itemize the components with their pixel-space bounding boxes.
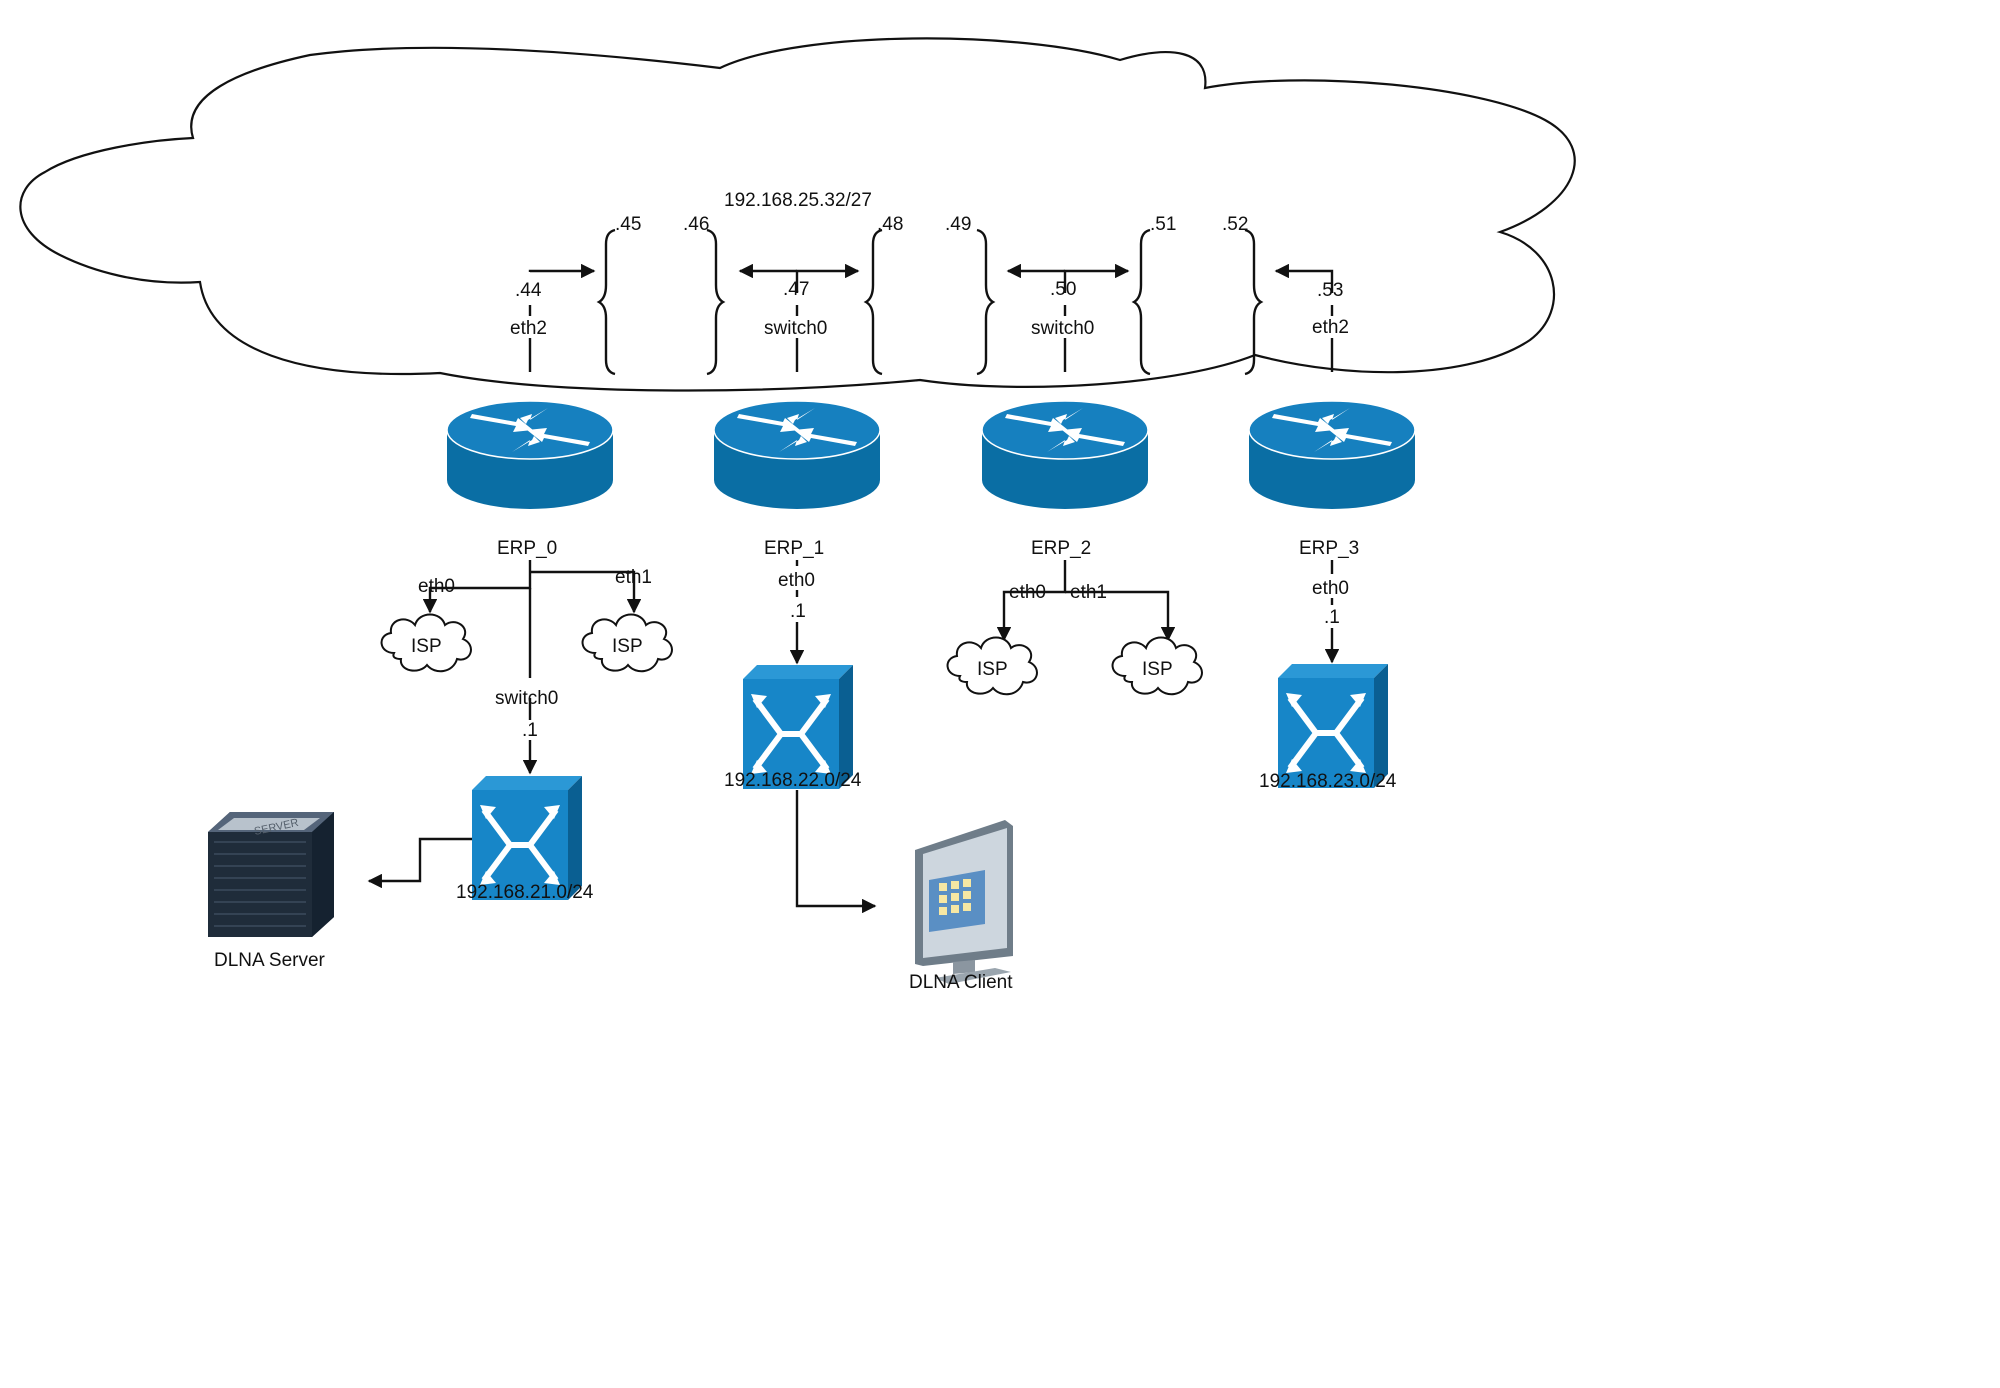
isp-label: ISP (1142, 659, 1173, 680)
subnet21-label: 192.168.21.0/24 (456, 882, 594, 903)
subnet23-label: 192.168.23.0/24 (1259, 771, 1397, 792)
server-link (367, 837, 472, 889)
erp1-gateway-label: .1 (790, 601, 806, 622)
erp0-switch0-label: switch0 (495, 688, 558, 709)
erp3-eth0-label: eth0 (1312, 578, 1349, 599)
addr-45: .45 (615, 214, 641, 235)
erp3-downlink: eth0 .1 (1312, 560, 1349, 662)
erp3-uplink-label: eth2 (1312, 317, 1349, 338)
erp3-gateway-label: .1 (1324, 607, 1340, 628)
addr-44: .44 (515, 280, 542, 301)
erp0-downlinks: eth0 eth1 switch0 .1 (418, 560, 652, 773)
backbone-cloud (19, 37, 1576, 392)
erp1-uplink-label: switch0 (764, 318, 827, 339)
router-erp1-icon[interactable] (713, 400, 881, 510)
backbone-addresses: .44 .45 .46 .47 .48 .49 .50 .51 .52 .53 (515, 214, 1343, 301)
addr-52: .52 (1222, 214, 1248, 235)
dlna-server-icon[interactable] (208, 812, 334, 937)
erp0-eth0-label: eth0 (418, 576, 455, 597)
dlna-client-label: DLNA Client (909, 972, 1013, 993)
erp1-downlink: eth0 .1 (778, 560, 815, 663)
subnet22-label: 192.168.22.0/24 (724, 770, 862, 791)
erp0-gateway-label: .1 (522, 720, 538, 741)
backbone-connectors (528, 263, 1334, 293)
switch-subnet23-icon[interactable] (1278, 664, 1388, 788)
erp0-uplink-label: eth2 (510, 318, 547, 339)
erp2-uplink-label: switch0 (1031, 318, 1094, 339)
isp-label: ISP (411, 636, 442, 657)
erp0-eth1-label: eth1 (615, 567, 652, 588)
router-uplinks: eth2 switch0 switch0 eth2 (510, 305, 1349, 372)
dlna-server-label: DLNA Server (214, 950, 326, 971)
erp2-eth1-label: eth1 (1070, 582, 1107, 603)
router-erp3-label: ERP_3 (1299, 538, 1359, 559)
isp-label: ISP (612, 636, 643, 657)
addr-51: .51 (1150, 214, 1176, 235)
router-erp3-icon[interactable] (1248, 400, 1416, 510)
addr-53: .53 (1317, 280, 1343, 301)
dlna-client-icon[interactable] (915, 820, 1013, 984)
erp2-eth0-label: eth0 (1009, 582, 1046, 603)
backbone-subnet: 192.168.25.32/27 (724, 190, 872, 211)
router-erp1-label: ERP_1 (764, 538, 824, 559)
addr-50: .50 (1050, 279, 1076, 300)
erp2-downlinks: eth0 eth1 (996, 560, 1176, 642)
addr-49: .49 (945, 214, 971, 235)
router-erp0-icon[interactable] (446, 400, 614, 510)
erp1-eth0-label: eth0 (778, 570, 815, 591)
addr-48: .48 (877, 214, 903, 235)
addr-46: .46 (683, 214, 709, 235)
router-erp0-label: ERP_0 (497, 538, 557, 559)
client-link (795, 790, 877, 914)
router-erp2-icon[interactable] (981, 400, 1149, 510)
backbone-brackets (596, 228, 1264, 376)
isp-label: ISP (977, 659, 1008, 680)
addr-47: .47 (783, 279, 809, 300)
router-erp2-label: ERP_2 (1031, 538, 1091, 559)
